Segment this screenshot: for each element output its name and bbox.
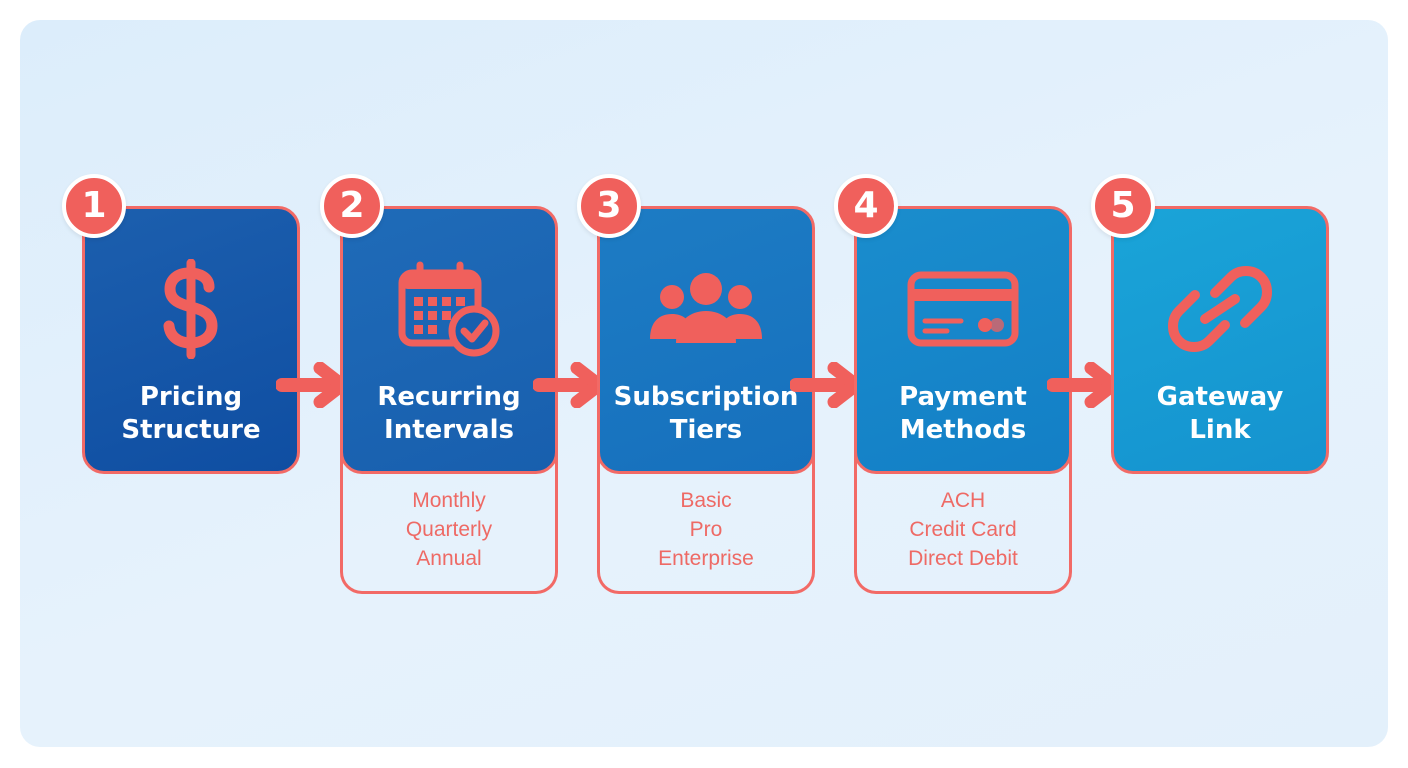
detail-item: Monthly [412,489,486,512]
users-group-icon [646,259,766,359]
detail-item: Direct Debit [908,547,1018,570]
step-title-line: Link [1189,415,1251,445]
step-title-line: Recurring [377,382,521,412]
step-title-line: Structure [121,415,261,445]
step-details-list: ACH Credit Card Direct Debit [857,486,1069,573]
step-card: Payment Methods [854,206,1072,474]
step-number-badge: 2 [320,174,384,238]
step-title-line: Pricing [139,382,243,412]
step-number-badge: 1 [62,174,126,238]
detail-item: Enterprise [658,547,754,570]
step-details-list: Basic Pro Enterprise [600,486,812,573]
step-card: Gateway Link [1111,206,1329,474]
step-number-badge: 4 [834,174,898,238]
step-title-line: Tiers [669,415,743,445]
step-number-badge: 5 [1091,174,1155,238]
detail-item: Quarterly [405,518,493,541]
detail-item: Annual [416,547,482,570]
step-title: Pricing Structure [85,381,297,447]
step-card: Pricing Structure [82,206,300,474]
step-title-line: Payment [899,382,1027,412]
detail-item: Credit Card [909,518,1017,541]
step-details-box: Monthly Quarterly Annual [340,436,558,594]
step-title-line: Intervals [384,415,514,445]
step-card: Recurring Intervals [340,206,558,474]
step-title-line: Subscription [613,382,799,412]
step-title-line: Methods [899,415,1027,445]
detail-item: Pro [689,518,723,541]
link-chain-icon [1160,259,1280,359]
step-details-box: ACH Credit Card Direct Debit [854,436,1072,594]
credit-card-icon [903,259,1023,359]
step-details-list: Monthly Quarterly Annual [343,486,555,573]
calendar-check-icon [389,259,509,359]
detail-item: ACH [940,489,986,512]
dollar-icon [131,259,251,359]
step-details-box: Basic Pro Enterprise [597,436,815,594]
step-title: Recurring Intervals [343,381,555,447]
step-title: Payment Methods [857,381,1069,447]
step-title: Subscription Tiers [600,381,812,447]
step-title: Gateway Link [1114,381,1326,447]
detail-item: Basic [680,489,732,512]
step-number-badge: 3 [577,174,641,238]
step-card: Subscription Tiers [597,206,815,474]
step-title-line: Gateway [1156,382,1284,412]
